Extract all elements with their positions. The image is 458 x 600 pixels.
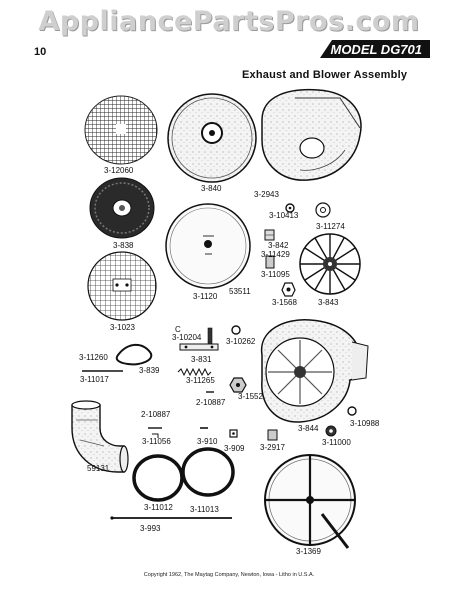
gasket-ring-3-11012 — [132, 454, 184, 502]
bushing-3-2917 — [267, 429, 278, 441]
label-3-1023: 3-1023 — [110, 323, 135, 332]
disc-3-1120 — [165, 203, 251, 289]
bracket-3-831 — [179, 343, 219, 351]
pulley-disc-3-840 — [167, 93, 257, 183]
label-59131: 59131 — [87, 464, 110, 473]
rod-3-993 — [110, 516, 232, 520]
spring-3-11265 — [177, 367, 212, 377]
section-title: Exhaust and Blower Assembly — [242, 69, 408, 81]
label-3-11013: 3-11013 — [190, 505, 219, 514]
label-3-11095: 3-11095 — [261, 270, 290, 279]
label-3-839: 3-839 — [139, 366, 160, 375]
clip-3-11056 — [152, 433, 159, 438]
collar-3-11000 — [325, 425, 337, 437]
label-3-844: 3-844 — [298, 424, 319, 433]
label-3-11260: 3-11260 — [79, 353, 108, 362]
page-number: 10 — [34, 46, 47, 58]
label-3-11056: 3-11056 — [142, 437, 171, 446]
model-badge: MODEL DG701 — [320, 40, 430, 58]
nut-3-1552 — [229, 377, 247, 393]
pulley-disc-3-838 — [89, 177, 155, 239]
bushing-3-11095 — [265, 255, 275, 269]
label-3-831: 3-831 — [191, 355, 212, 364]
label-3-842: 3-842 — [268, 241, 289, 250]
label-3-1369: 3-1369 — [296, 547, 321, 556]
nut-3-909 — [229, 429, 238, 438]
nut-3-1568 — [281, 282, 296, 297]
ring-3-10262 — [231, 325, 241, 335]
label-3-11265: 3-11265 — [186, 376, 215, 385]
model-label: MODEL DG701 — [330, 42, 422, 57]
belt-3-839 — [115, 343, 153, 366]
screen-disk-3-12060 — [84, 95, 158, 165]
grommet-3-10413 — [285, 203, 295, 213]
label-3-993: 3-993 — [140, 524, 161, 533]
label-3-11429: 3-11429 — [261, 250, 290, 259]
label-3-1552: 3-1552 — [238, 392, 263, 401]
blower-housing-3-844 — [261, 319, 369, 423]
spoked-cover-3-1369 — [264, 454, 356, 549]
copyright-text: Copyright 1962, The Maytag Company, Newt… — [143, 572, 315, 578]
blower-housing-3-2943 — [261, 88, 362, 181]
grid-screen-3-1023 — [87, 251, 157, 321]
label-53511: 53511 — [229, 287, 251, 296]
elbow-duct-59131 — [71, 400, 129, 473]
label-2-10887-lower: 2-10887 — [141, 410, 171, 419]
label-3-12060: 3-12060 — [104, 166, 134, 175]
label-3-910: 3-910 — [197, 437, 218, 446]
label-3-10988: 3-10988 — [350, 419, 380, 428]
label-3-1120: 3-1120 — [193, 292, 218, 301]
label-3-838: 3-838 — [113, 241, 134, 250]
label-3-10262: 3-10262 — [226, 337, 256, 346]
label-3-10413: 3-10413 — [269, 211, 299, 220]
label-3-11274: 3-11274 — [316, 222, 345, 231]
ring-3-10988 — [347, 406, 357, 416]
gasket-ring-3-11013 — [181, 447, 235, 497]
label-3-840: 3-840 — [201, 184, 222, 193]
label-3-1568: 3-1568 — [272, 298, 297, 307]
label-3-11012: 3-11012 — [144, 503, 173, 512]
bar-3-10204 — [207, 327, 213, 345]
watermark-text: AppliancePartsPros.com — [38, 6, 420, 37]
label-3-11017: 3-11017 — [80, 375, 109, 384]
fan-wheel-3-843 — [299, 233, 361, 295]
label-c: C — [175, 325, 181, 334]
label-3-10204: 3-10204 — [172, 333, 202, 342]
bushing-3-842 — [264, 229, 275, 241]
washer-3-11274 — [315, 202, 331, 218]
label-3-843: 3-843 — [318, 298, 339, 307]
label-3-11000: 3-11000 — [322, 438, 351, 447]
label-3-2917: 3-2917 — [260, 443, 285, 452]
label-3-909: 3-909 — [224, 444, 245, 453]
clip-2-10887 — [148, 391, 214, 429]
label-3-2943: 3-2943 — [254, 190, 279, 199]
label-2-10887-upper: 2-10887 — [196, 398, 226, 407]
